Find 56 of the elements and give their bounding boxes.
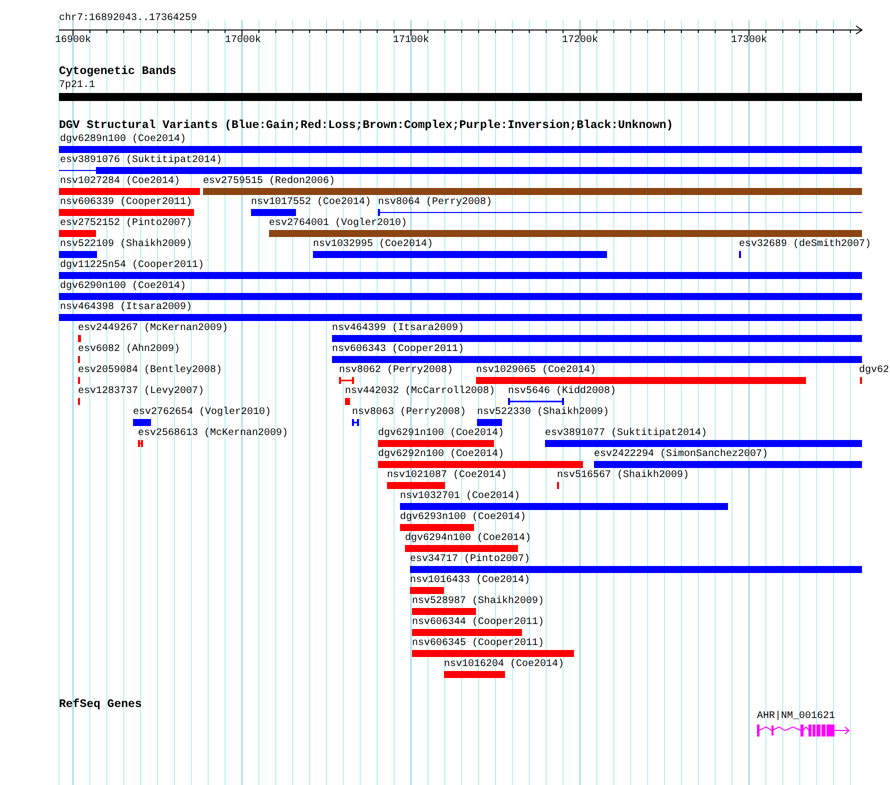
variant-label: esv6082 (Ahn2009) (78, 344, 180, 356)
ruler-tick-label: 17100k (393, 35, 429, 47)
variant-label: dgv62 (859, 365, 890, 377)
variant-label: esv34717 (Pinto2007) (410, 554, 530, 566)
variant-label: nsv5646 (Kidd2008) (508, 386, 616, 398)
variant-label: nsv1029065 (Coe2014) (476, 365, 596, 377)
variant-label: dgv6294n100 (Coe2014) (405, 533, 532, 545)
variant-label: nsv464398 (Itsara2009) (60, 302, 192, 314)
chromosome-position: chr7:16892043..17364259 (59, 13, 198, 25)
variant-label: nsv1017552 (Coe2014) (251, 197, 372, 209)
variant-label: nsv1016204 (Coe2014) (444, 659, 564, 671)
variant-label: esv3891076 (Suktitipat2014) (60, 155, 222, 167)
band-label: 7p21.1 (59, 80, 96, 92)
variant-label: esv2752152 (Pinto2007) (60, 218, 192, 230)
track-title: Cytogenetic Bands (59, 66, 176, 78)
variant-label: dgv6291n100 (Coe2014) (378, 428, 504, 440)
variant-label: nsv8064 (Perry2008) (378, 197, 492, 209)
gene-label: AHR|NM_001621 (757, 711, 836, 723)
variant-label: nsv522330 (Shaikh2009) (477, 407, 610, 419)
variant-label: esv2059084 (Bentley2008) (78, 365, 222, 377)
variant-label: nsv442032 (McCarroll2008) (345, 386, 496, 398)
variant-label: nsv606345 (Cooper2011) (412, 638, 544, 650)
variant-label: nsv606343 (Cooper2011) (332, 344, 464, 356)
variant-label: dgv6289n100 (Coe2014) (60, 134, 186, 146)
variant-label: esv2762654 (Vogler2010) (133, 407, 272, 419)
variant-label: dgv6293n100 (Coe2014) (400, 512, 526, 524)
track-title: DGV Structural Variants (Blue:Gain;Red:Loss;Brown:Complex;Purple:Inversion;Black:Unknown) (59, 120, 674, 132)
variant-label: nsv606339 (Cooper2011) (60, 197, 192, 209)
variant-label: esv2764001 (Vogler2010) (269, 218, 408, 230)
variant-label: nsv522109 (Shaikh2009) (60, 239, 192, 251)
variant-label: nsv1016433 (Coe2014) (410, 575, 530, 587)
variant-label: nsv1021087 (Coe2014) (387, 470, 508, 482)
variant-label: esv2449267 (McKernan2009) (78, 323, 228, 335)
variant-label: dgv6292n100 (Coe2014) (378, 449, 504, 461)
variant-label: esv1283737 (Levy2007) (78, 386, 204, 398)
ruler-tick-label: 17000k (225, 35, 261, 47)
variant-label: esv2568613 (McKernan2009) (138, 428, 288, 440)
variant-label: esv3891077 (Suktitipat2014) (545, 428, 708, 440)
variant-label: nsv528987 (Shaikh2009) (412, 596, 544, 608)
variant-label: nsv1027284 (Coe2014) (60, 176, 180, 188)
variant-label: esv32689 (deSmith2007) (739, 239, 872, 251)
variant-label: nsv1032995 (Coe2014) (313, 239, 434, 251)
ruler-tick-label: 17200k (562, 35, 598, 47)
variant-label: esv2759515 (Redon2006) (203, 176, 336, 188)
track-title: RefSeq Genes (59, 699, 142, 711)
variant-label: nsv464399 (Itsara2009) (332, 323, 464, 335)
ruler-tick-label: 17300k (731, 35, 767, 47)
variant-label: nsv606344 (Cooper2011) (412, 617, 544, 629)
variant-label: dgv6290n100 (Coe2014) (60, 281, 186, 293)
variant-label: esv2422294 (SimonSanchez2007) (594, 449, 768, 461)
variant-label: nsv516567 (Shaikh2009) (557, 470, 690, 482)
variant-label: dgv11225n54 (Cooper2011) (60, 260, 204, 272)
variant-label: nsv8062 (Perry2008) (339, 365, 454, 377)
variant-label: nsv8063 (Perry2008) (352, 407, 466, 419)
ruler-tick-label: 16900k (55, 35, 91, 47)
variant-label: nsv1032701 (Coe2014) (400, 491, 520, 503)
